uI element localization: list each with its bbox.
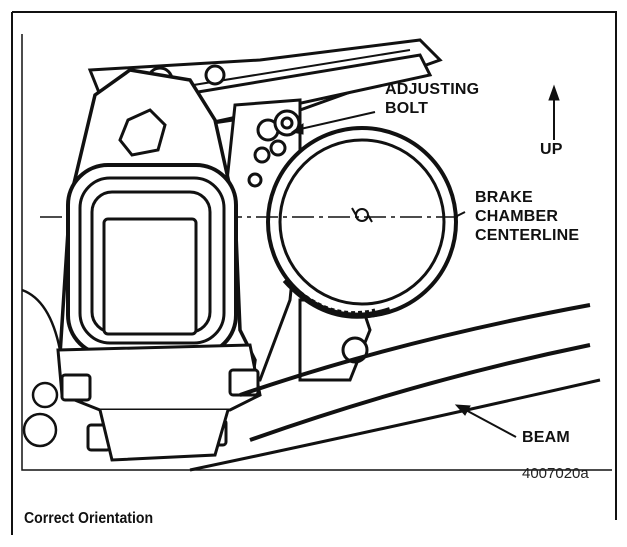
figure-border [12,11,617,520]
adjusting-bolt-label-line1: ADJUSTING [385,81,480,98]
adjusting-bolt-label: ADJUSTING BOLT [385,80,479,118]
up-label: UP [540,141,563,158]
figure-caption: Correct Orientation [24,510,154,527]
centerline-pointer [454,211,466,218]
square-housing [66,163,238,357]
centerline-label-line2: CHAMBER [475,208,559,225]
centerline-label-line3: CENTERLINE [475,227,580,244]
brake-chamber-centerline-label: BRAKE CHAMBER CENTERLINE [475,188,579,245]
up-arrow-icon [548,84,560,140]
brake-chamber [266,126,458,319]
centerline-label-line1: BRAKE [475,189,533,206]
illustration-frame [21,34,612,471]
adjusting-bolt-label-line2: BOLT [385,100,429,117]
adjusting-bolt [273,109,301,137]
figure-id: 4007020a [522,465,589,482]
beam [189,303,601,472]
adjusting-bolt-pointer [290,111,376,135]
beam-pointer [454,404,517,438]
beam-label: BEAM [522,429,570,446]
axle-parts [21,288,62,448]
mounting-base [56,343,262,462]
